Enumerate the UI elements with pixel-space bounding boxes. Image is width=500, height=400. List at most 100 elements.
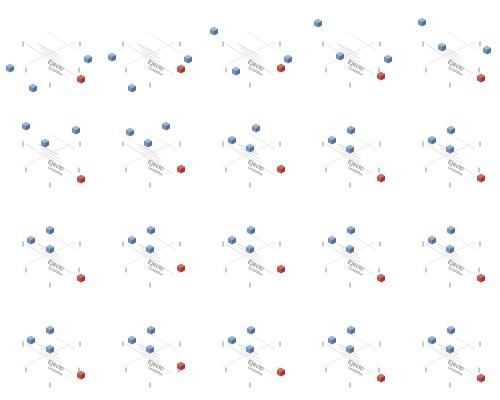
panel-guide-line: [421, 241, 476, 268]
panel-sub-label: Gestaltus: [47, 66, 63, 77]
blue-cube-3: [446, 144, 454, 154]
blue-cube-2: [347, 125, 355, 135]
panel-sub-label: Gestaltus: [147, 366, 163, 377]
panel-faint-bar: [139, 147, 161, 160]
panel-faint-bar: [237, 43, 259, 56]
panel-guide-line: [325, 43, 374, 75]
red-cube-4: [77, 74, 85, 84]
panel-sub-label: Gestaltus: [347, 266, 363, 277]
panel-guide-line: [21, 41, 76, 68]
blue-cube-3: [246, 344, 254, 354]
blue-cube-2: [147, 325, 155, 335]
panel-faint-bar: [337, 43, 359, 56]
panel-guide-line: [225, 243, 274, 275]
blue-cube-3: [46, 344, 54, 354]
blue-cube-3: [46, 244, 54, 254]
panel-faint-bar: [341, 251, 362, 264]
panel-guide-line: [225, 143, 274, 175]
blue-cube-3: [246, 244, 254, 254]
blue-cube-2: [247, 325, 255, 335]
red-cube-4: [377, 273, 385, 283]
blue-cube-2: [232, 66, 240, 76]
panel-guide-line: [146, 31, 177, 51]
blue-cube-3: [384, 54, 392, 64]
panel-sub-label: Gestaltus: [47, 166, 63, 177]
panel-guide-line: [421, 341, 476, 368]
panel-guide-line: [46, 331, 77, 351]
blue-cube-2: [46, 325, 54, 335]
panel-faint-bar: [241, 251, 262, 264]
panel-guide-line: [46, 231, 77, 251]
red-cube-4: [477, 273, 485, 283]
red-cube-4: [277, 63, 285, 73]
panel-guide-line: [446, 131, 477, 151]
panel-guide-line: [425, 343, 474, 375]
blue-cube-3: [346, 144, 354, 154]
blue-cube-1: [22, 121, 30, 131]
panel-faint-bar: [341, 351, 362, 364]
blue-cube-2: [147, 225, 155, 235]
panel-guide-line: [425, 43, 474, 75]
blue-cube-1: [27, 335, 35, 345]
blue-cube-2: [46, 225, 54, 235]
panel-faint-bar: [39, 147, 61, 160]
blue-cube-1: [418, 17, 426, 27]
panel-guide-line: [446, 331, 477, 351]
panel-guide-line: [146, 131, 177, 151]
panel-faint-bar: [441, 351, 462, 364]
panel-sub-label: Gestaltus: [447, 66, 463, 77]
panel-faint-bar: [141, 51, 162, 64]
red-cube-4: [477, 73, 485, 83]
panel-guide-line: [121, 341, 176, 368]
panel-guide-line: [46, 131, 77, 151]
blue-cube-1: [128, 335, 136, 345]
red-cube-4: [377, 173, 385, 183]
blue-cube-3: [483, 45, 491, 55]
red-cube-4: [77, 370, 85, 380]
blue-cube-2: [347, 225, 355, 235]
panel-guide-line: [321, 41, 376, 68]
blue-cube-2: [447, 125, 455, 135]
blue-cube-2: [447, 325, 455, 335]
panel-guide-line: [425, 243, 474, 275]
red-cube-4: [177, 361, 185, 371]
panel-guide-line: [121, 141, 176, 168]
blue-cube-1: [128, 235, 136, 245]
blue-cube-1: [428, 235, 436, 245]
panel-guide-line: [246, 131, 277, 151]
blue-cube-3: [446, 244, 454, 254]
panel-sub-label: Gestaltus: [247, 166, 263, 177]
blue-cube-3: [446, 344, 454, 354]
panel-faint-bar: [137, 43, 159, 56]
panel-faint-bar: [41, 251, 62, 264]
panel-guide-line: [221, 341, 276, 368]
blue-cube-3: [162, 121, 170, 131]
blue-cube-2: [247, 225, 255, 235]
blue-cube-3: [252, 123, 260, 133]
panel-faint-bar: [241, 51, 262, 64]
panel-faint-bar: [39, 47, 61, 60]
blue-cube-3: [346, 244, 354, 254]
panel-faint-bar: [137, 143, 159, 156]
blue-cube-1: [314, 18, 322, 28]
panel-faint-bar: [41, 351, 62, 364]
panel-sub-label: Gestaltus: [247, 66, 263, 77]
panel-guide-line: [346, 231, 377, 251]
red-cube-4: [277, 367, 285, 377]
panel-faint-bar: [41, 151, 62, 164]
blue-cube-1: [108, 52, 116, 62]
panel-guide-line: [21, 341, 76, 368]
panel-guide-line: [21, 241, 76, 268]
red-cube-4: [177, 263, 185, 273]
panel-faint-bar: [41, 51, 62, 64]
